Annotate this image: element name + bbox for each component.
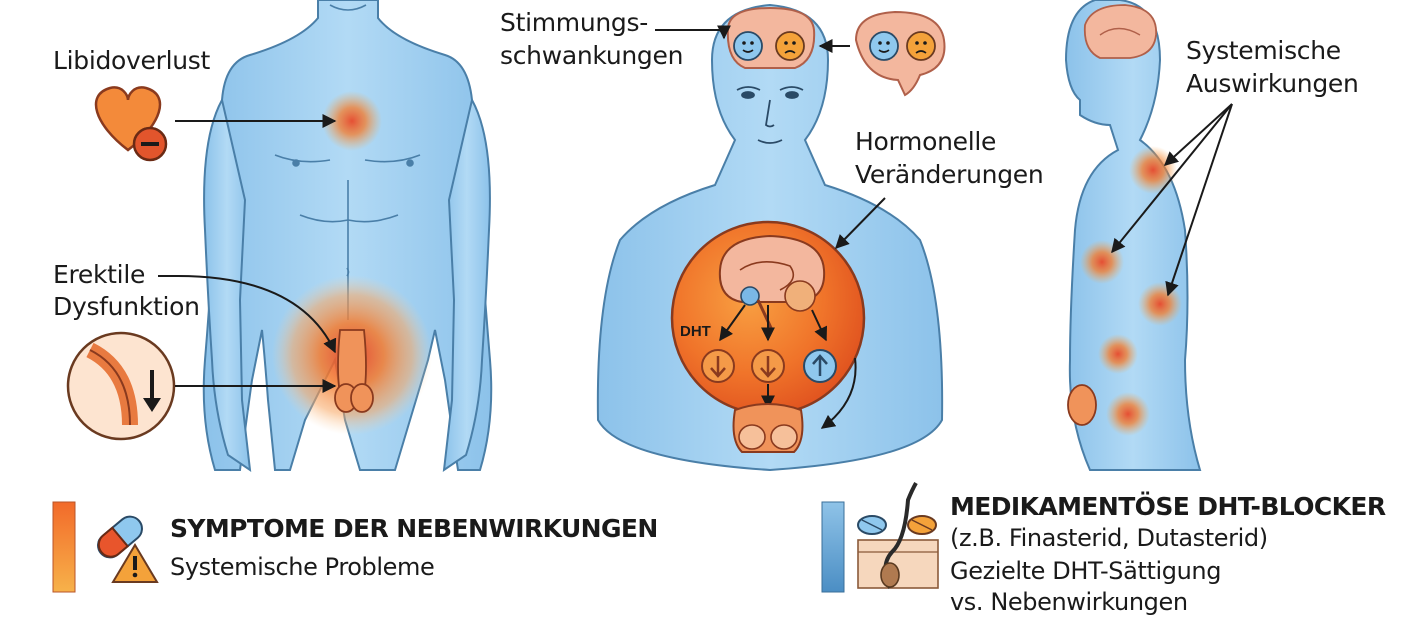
legend-right-line1: (z.B. Finasterid, Dutasterid) (950, 524, 1268, 552)
mood-label-line2: schwankungen (500, 41, 684, 70)
hair-follicle-icon (857, 482, 939, 589)
arrow-up-icon (803, 349, 837, 383)
warning-icon (111, 543, 159, 583)
front-genitals (334, 329, 374, 413)
libido-label: Libidoverlust (53, 46, 211, 75)
brain-mood-icon (854, 10, 946, 97)
legend-left-subtitle: Systemische Probleme (170, 553, 435, 581)
dht-label: DHT (680, 323, 711, 340)
systemic-label-line2: Auswirkungen (1186, 69, 1359, 98)
mood-arrow (655, 25, 731, 40)
heart-minus-icon (94, 86, 168, 162)
hormonal-disc (670, 220, 866, 453)
side-brain (1083, 4, 1157, 59)
erectile-label-line1: Erektile (53, 260, 146, 289)
middle-face-details (736, 86, 804, 144)
mood-label-line1: Stimmungs- (500, 8, 648, 37)
erection-down-icon (66, 331, 176, 441)
systemic-label-line1: Systemische (1186, 36, 1341, 65)
legend-right-title: MEDIKAMENTÖSE DHT-BLOCKER (950, 492, 1386, 521)
erectile-label-line2: Dysfunktion (53, 292, 200, 321)
erectile-arrow (177, 275, 337, 354)
head-brain (726, 6, 816, 69)
arrow-down-icon-2 (751, 349, 785, 383)
capsule-icon (97, 515, 143, 559)
side-glow-5 (1106, 392, 1150, 436)
hormonal-arrow (835, 197, 886, 249)
legend-right-bar (821, 501, 845, 593)
hormonal-label-line2: Veränderungen (855, 160, 1044, 189)
legend-right-line3: vs. Nebenwirkungen (950, 588, 1188, 616)
legend-left-bar (52, 501, 76, 593)
side-glow-3 (1138, 282, 1182, 326)
legend-left-title: SYMPTOME DER NEBENWIRKUNGEN (170, 514, 658, 543)
side-glow-1 (1129, 146, 1177, 194)
pill-icon (857, 515, 937, 535)
hormonal-label-line1: Hormonelle (855, 127, 997, 156)
side-genitals (1067, 384, 1097, 426)
legend-right-line2: Gezielte DHT-Sättigung (950, 557, 1222, 585)
arrow-down-icon (701, 349, 735, 383)
side-glow-4 (1098, 334, 1138, 374)
front-body-details (274, 4, 421, 320)
chest-glow (322, 91, 382, 151)
systemic-arrows (1111, 103, 1233, 297)
